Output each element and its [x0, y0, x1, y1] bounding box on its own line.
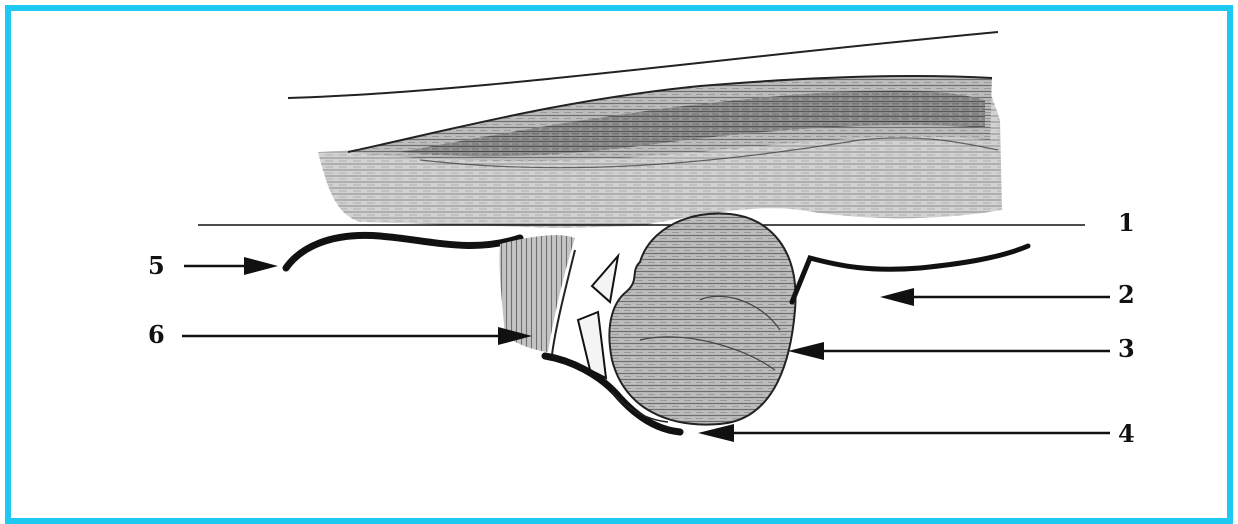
fragment-upper	[592, 256, 618, 302]
structure-3-body	[609, 213, 795, 424]
label-6: 6	[148, 320, 165, 349]
arrow-6	[182, 327, 532, 345]
arrow-2	[880, 288, 1110, 306]
arrow-4	[698, 424, 1110, 442]
arrow-3	[788, 342, 1110, 360]
label-5: 5	[148, 251, 165, 280]
upper-muscle-layer	[288, 32, 1002, 228]
label-2: 2	[1118, 280, 1135, 309]
label-1: 1	[1118, 208, 1135, 237]
arrow-5	[184, 257, 278, 275]
structure-5-contour	[286, 235, 520, 268]
label-4: 4	[1118, 419, 1135, 448]
label-3: 3	[1118, 334, 1135, 363]
